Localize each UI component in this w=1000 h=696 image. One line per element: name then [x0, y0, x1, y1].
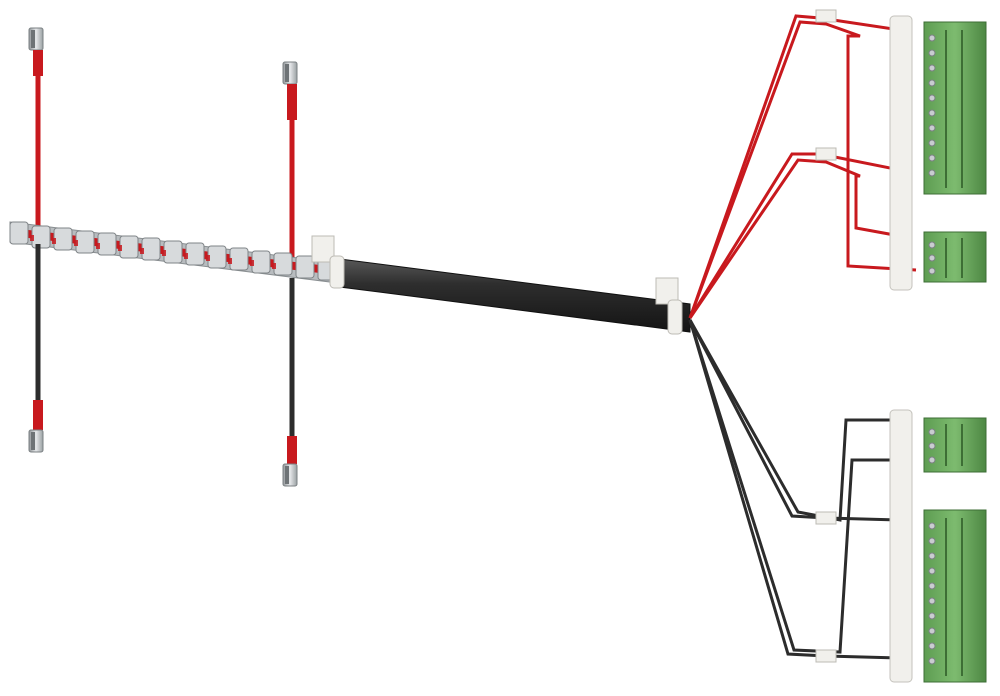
terminal-pin-bottom-right [282, 436, 298, 487]
busbar-assembly [9, 27, 333, 487]
mounting-rails [889, 15, 913, 683]
terminal-pin-bottom-left [28, 400, 44, 453]
connector-block-upper [923, 21, 987, 195]
connector-block-lower [923, 509, 987, 683]
main-cable [311, 235, 691, 335]
busbar-clips [9, 221, 333, 281]
cable-clip-right [655, 277, 679, 305]
connector-block-upper-small [923, 231, 987, 283]
terminal-pin-top-left [28, 27, 44, 76]
terminal-pin-top-right [282, 61, 298, 120]
black-fanout-wires [688, 319, 901, 660]
connector-block-lower-small [923, 417, 987, 473]
red-fanout-wires [688, 14, 917, 319]
cable-clip-left [311, 235, 335, 263]
